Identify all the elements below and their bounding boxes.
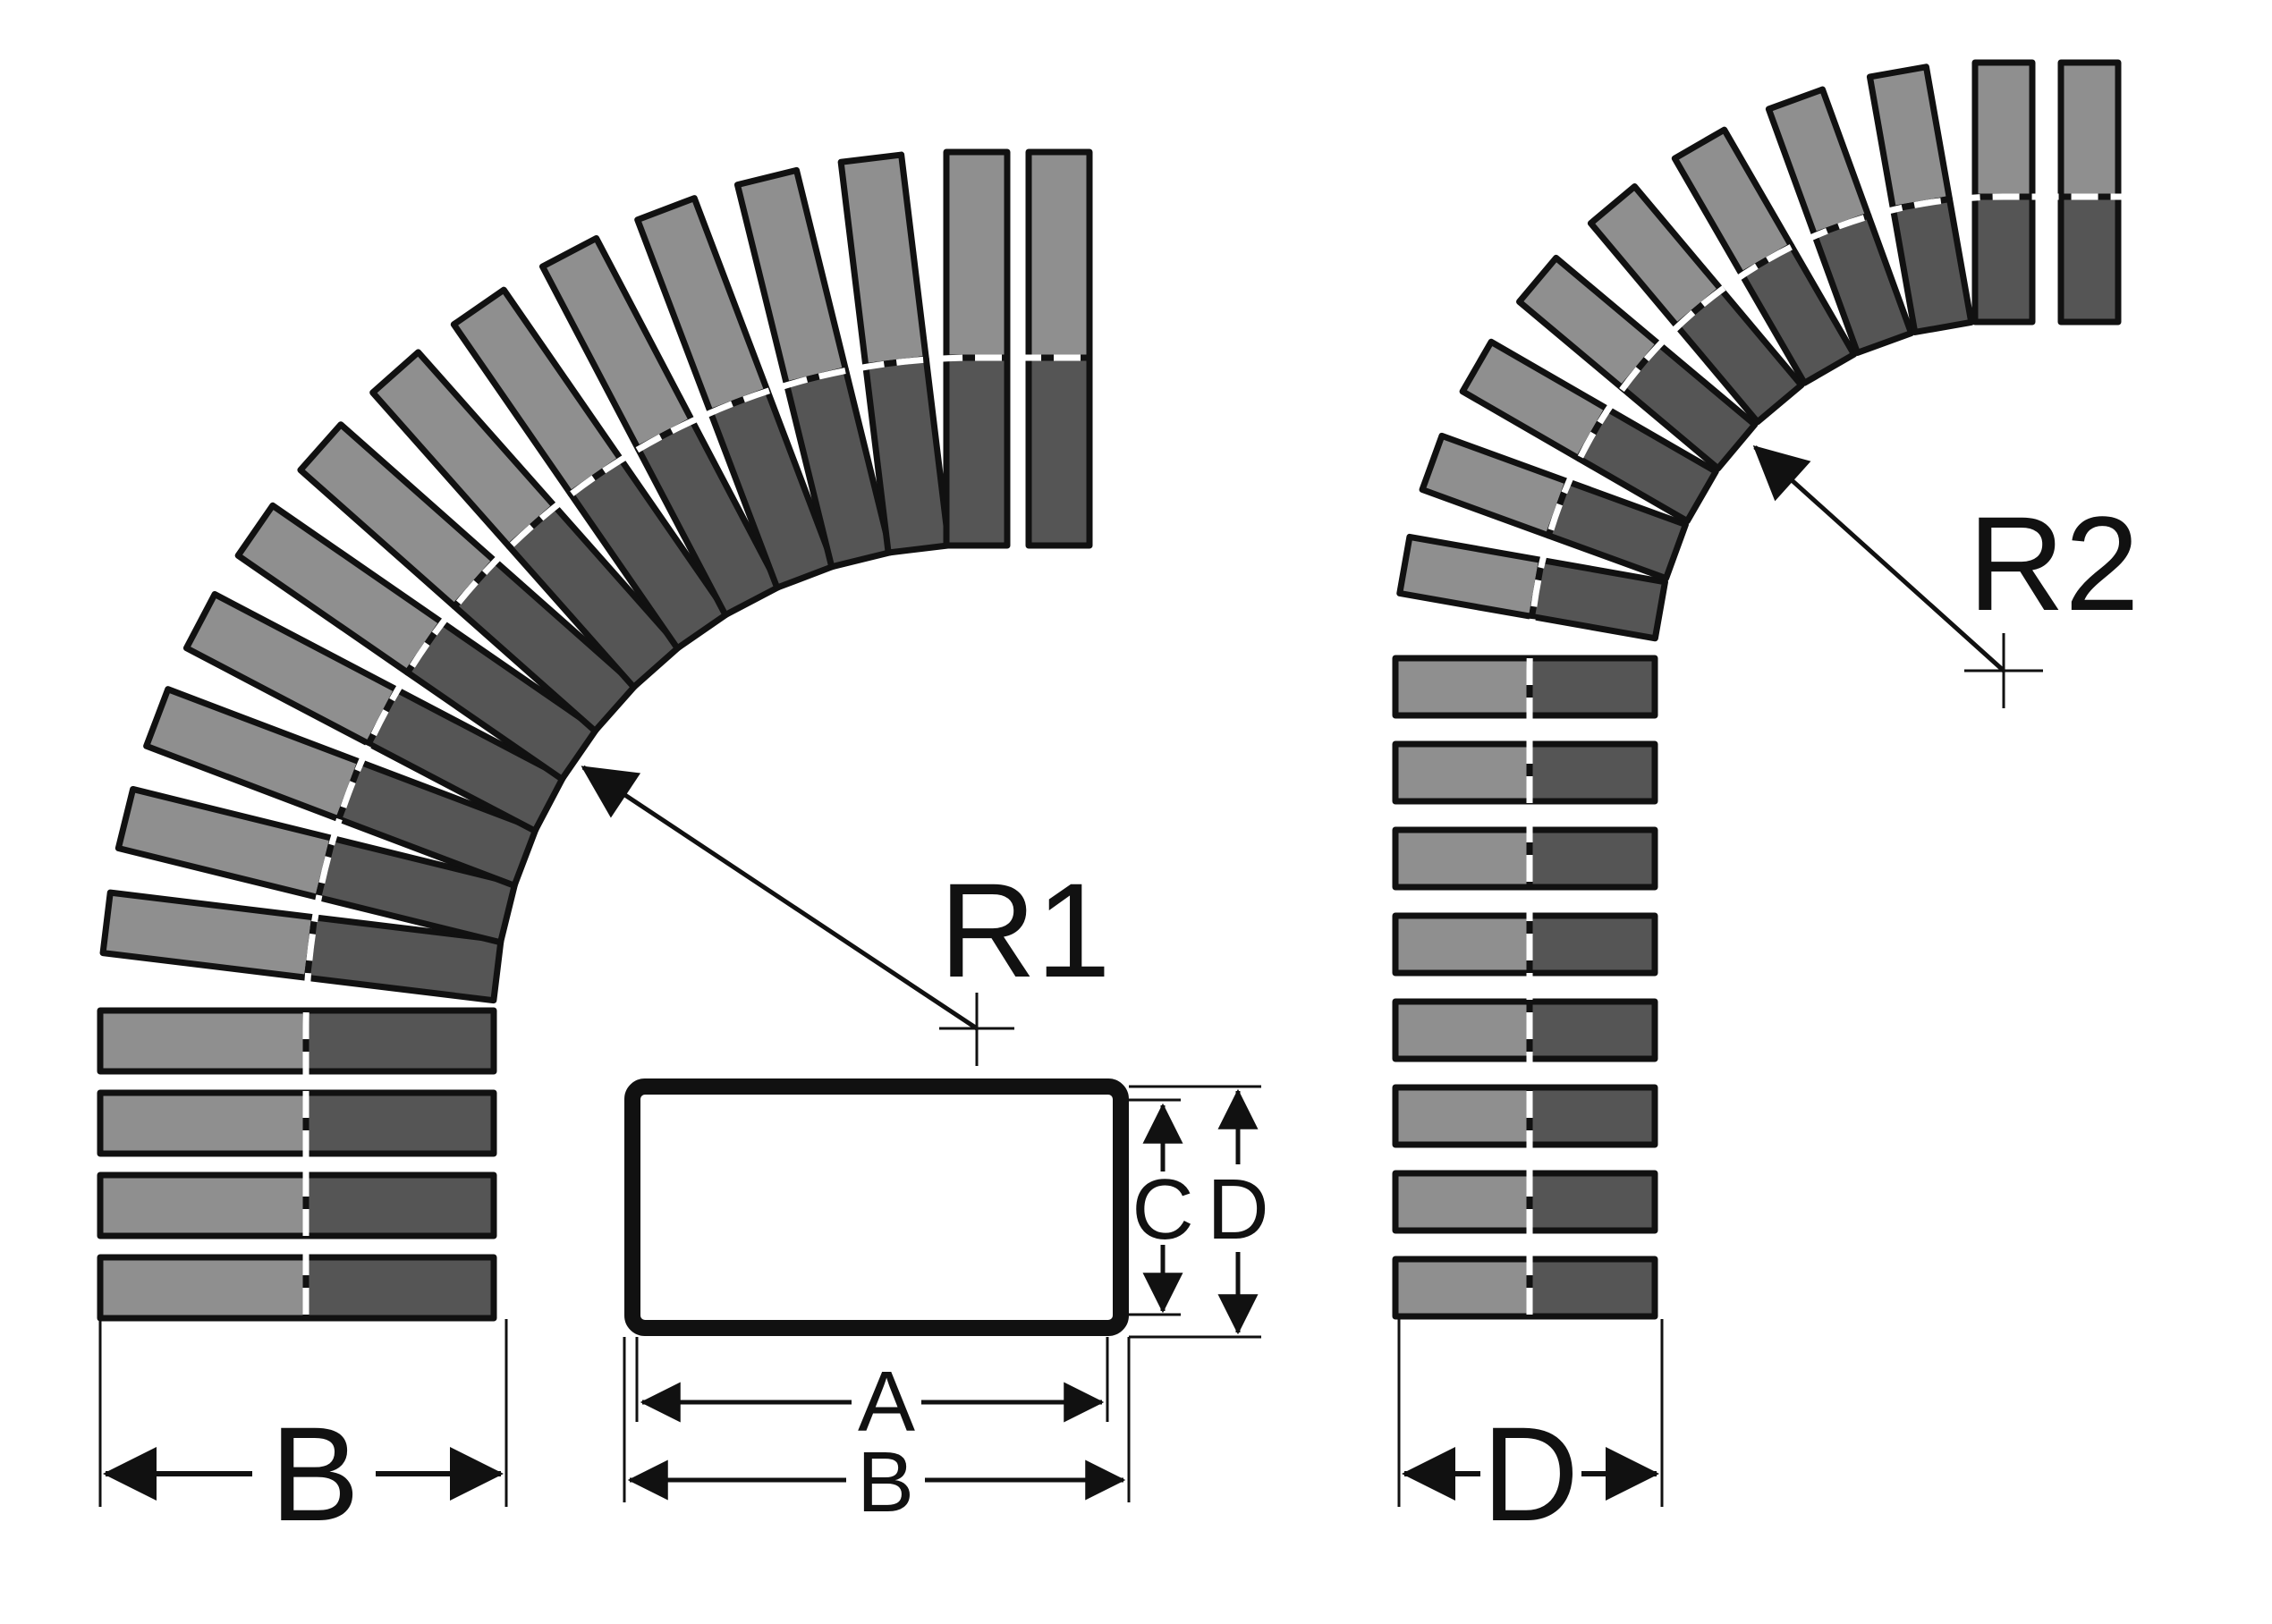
conduit-large-rib-shade bbox=[943, 354, 1011, 549]
label-dimension-d-profile: D bbox=[1207, 1162, 1268, 1257]
conduit-large-rib bbox=[99, 889, 318, 981]
conduit-small-rib-shade bbox=[1526, 826, 1658, 891]
conduit-small-rib bbox=[1392, 740, 1533, 805]
label-dimension-b-width: B bbox=[270, 1399, 360, 1549]
dimension-d-width: D bbox=[1397, 1319, 1664, 1549]
conduit-large-rib bbox=[97, 1089, 309, 1157]
conduit-small-rib bbox=[1392, 826, 1533, 891]
conduit-small-rib-shade bbox=[1526, 1084, 1658, 1148]
conduit-large-bend bbox=[97, 148, 1136, 1322]
conduit-small-rib bbox=[1765, 86, 1872, 239]
conduit-large-rib bbox=[837, 151, 929, 370]
conduit-small-rib-shade bbox=[1811, 212, 1915, 356]
conduit-small-rib bbox=[1392, 655, 1533, 719]
conduit-small-rib bbox=[1396, 533, 1546, 620]
conduit-large-centerline bbox=[302, 354, 1136, 1315]
conduit-small-rib-shade bbox=[1526, 655, 1658, 719]
label-r2: R2 bbox=[1968, 488, 2140, 639]
conduit-large-rib-shade bbox=[302, 1089, 497, 1157]
dimension-b-width: B bbox=[98, 1319, 508, 1549]
conduit-small-rib bbox=[1419, 432, 1572, 539]
radius-r1-indicator: R1 bbox=[581, 765, 1111, 1066]
conduit-small-rib bbox=[1392, 998, 1533, 1062]
conduit-small-rib bbox=[1971, 59, 2036, 200]
conduit-small-rib bbox=[1866, 63, 1953, 213]
label-dimension-a: A bbox=[858, 1354, 915, 1450]
conduit-small-rib bbox=[1392, 1256, 1533, 1320]
conduit-large-rib bbox=[97, 1171, 309, 1239]
conduit-small-rib-shade bbox=[1889, 195, 1975, 335]
conduit-large-rib-shade bbox=[302, 1171, 497, 1239]
conduit-small-rib bbox=[1392, 1084, 1533, 1148]
radius-r2-indicator: R2 bbox=[1752, 444, 2140, 708]
conduit-cross-section: A B C D bbox=[623, 1078, 1269, 1530]
conduit-small-rib-shade bbox=[1526, 1170, 1658, 1234]
conduit-small-rib-shade bbox=[1738, 242, 1858, 386]
conduit-small-rib-shade bbox=[1526, 1256, 1658, 1320]
conduit-large-rib-shade bbox=[862, 355, 953, 556]
label-r1: R1 bbox=[939, 855, 1111, 1005]
conduit-small-rib-shade bbox=[1526, 740, 1658, 805]
conduit-large-rib bbox=[943, 148, 1011, 361]
conduit-small-rib-shade bbox=[2057, 193, 2122, 326]
conduit-large-rib-shade bbox=[302, 1007, 497, 1075]
conduit-small-rib-shade bbox=[1526, 912, 1658, 977]
conduit-large-rib bbox=[97, 1254, 309, 1322]
conduit-small-rib-shade bbox=[1971, 193, 2036, 326]
conduit-large-rib-shade bbox=[784, 367, 894, 571]
label-dimension-c: C bbox=[1132, 1162, 1193, 1257]
conduit-large-rib-shade bbox=[1025, 354, 1093, 549]
label-dimension-d-width: D bbox=[1482, 1399, 1579, 1549]
conduit-small-rib bbox=[1392, 912, 1533, 977]
conduit-large-rib bbox=[1025, 148, 1093, 361]
radius-r1-arrow bbox=[581, 765, 979, 1031]
cross-section-rectangle bbox=[624, 1078, 1129, 1336]
conduit-large-rib bbox=[97, 1007, 309, 1075]
conduit-small-rib bbox=[2057, 59, 2122, 200]
label-dimension-b-profile: B bbox=[857, 1434, 914, 1530]
radius-r2-arrow bbox=[1752, 444, 2005, 672]
conduit-large-rib-shade bbox=[302, 1254, 497, 1322]
conduit-small-rib bbox=[1392, 1170, 1533, 1234]
conduit-small-bend bbox=[1392, 59, 2174, 1320]
conduit-small-rib-shade bbox=[1526, 998, 1658, 1062]
